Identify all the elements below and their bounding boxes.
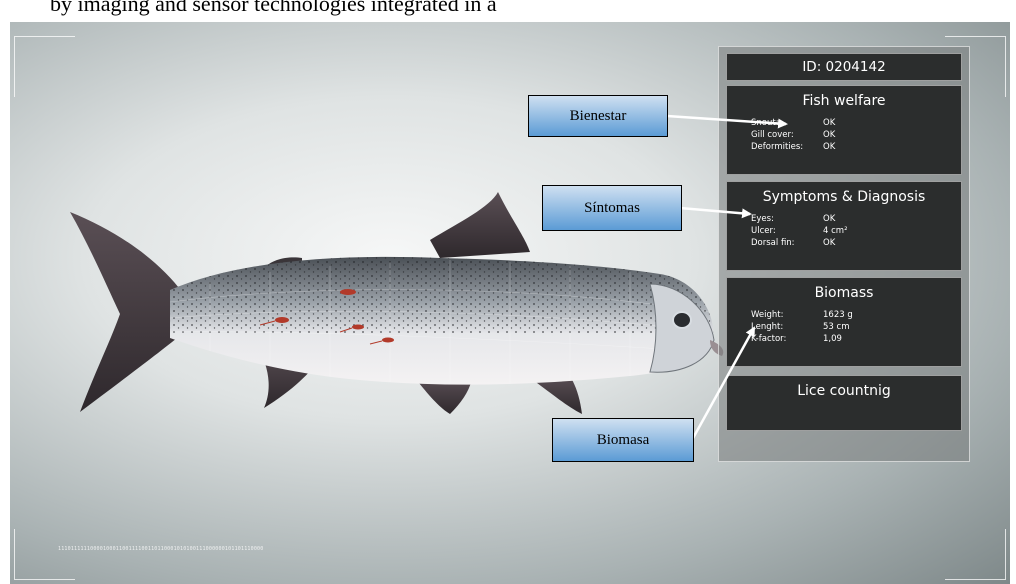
callout-biomasa: Biomasa — [552, 418, 694, 462]
arrow-sintomas — [680, 208, 750, 214]
arrow-biomasa — [692, 328, 754, 440]
callout-bienestar: Bienestar — [528, 95, 668, 137]
callout-sintomas: Síntomas — [542, 185, 682, 231]
arrow-bienestar — [667, 116, 786, 124]
